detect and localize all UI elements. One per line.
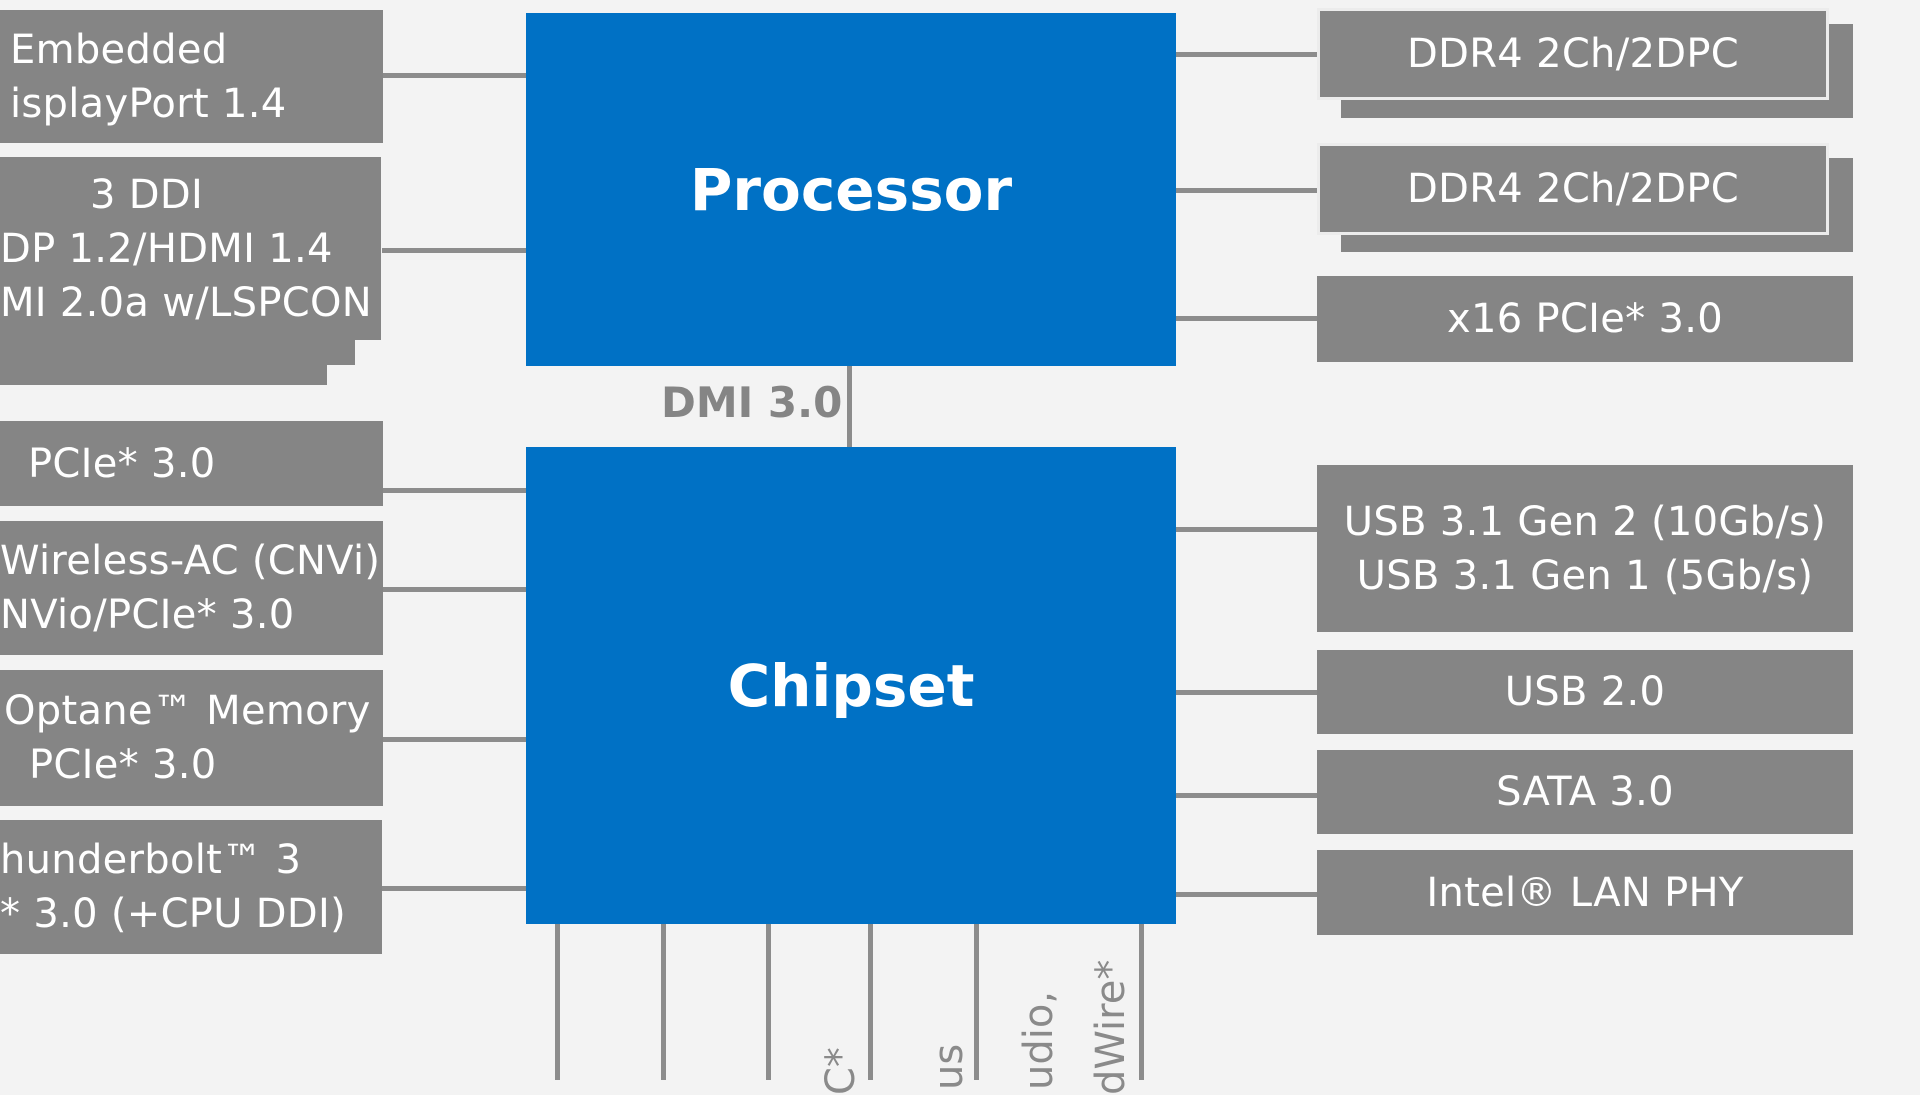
left-block-line: Optane™ Memory <box>4 688 371 734</box>
connector-pcie-x16 <box>1174 316 1320 321</box>
left-block-displayport: Embedded isplayPort 1.4 <box>0 10 383 143</box>
processor-label: Processor <box>689 155 1013 224</box>
bottom-label-1: C* <box>818 1047 864 1095</box>
dmi-label: DMI 3.0 <box>661 378 843 427</box>
left-block-line: * 3.0 (+CPU DDI) <box>0 891 347 937</box>
bottom-wire-1 <box>555 920 560 1080</box>
bottom-label-4: dWire* <box>1088 959 1134 1095</box>
connector-ddi <box>382 248 526 253</box>
chipset-label: Chipset <box>727 651 975 720</box>
right-block-sata: SATA 3.0 <box>1317 750 1853 834</box>
bottom-label-2: us <box>926 1043 972 1090</box>
left-block-optane: Optane™ Memory PCIe* 3.0 <box>0 670 383 806</box>
left-block-line: Wireless-AC (CNVi) <box>0 538 381 584</box>
right-block-ddr4-b: DDR4 2Ch/2DPC <box>1317 143 1829 235</box>
bottom-wire-5 <box>974 920 979 1080</box>
connector-displayport <box>382 73 526 78</box>
left-block-line: Embedded <box>10 26 228 73</box>
connector-optane <box>382 737 526 742</box>
connector-usb31 <box>1174 527 1320 532</box>
right-block-line: SATA 3.0 <box>1496 769 1674 815</box>
connector-thunderbolt <box>382 886 526 891</box>
connector-sata <box>1174 793 1320 798</box>
left-block-wireless: Wireless-AC (CNVi) NVio/PCIe* 3.0 <box>0 521 383 655</box>
chipset-block: Chipset <box>526 447 1176 924</box>
left-block-pcie: PCIe* 3.0 <box>0 421 383 506</box>
right-block-pcie-x16: x16 PCIe* 3.0 <box>1317 276 1853 362</box>
left-block-ddi: 3 DDI DP 1.2/HDMI 1.4 MI 2.0a w/LSPCON <box>0 157 381 340</box>
left-block-line: DP 1.2/HDMI 1.4 <box>0 225 333 272</box>
left-block-thunderbolt: hunderbolt™ 3 * 3.0 (+CPU DDI) <box>0 820 382 954</box>
left-block-line: hunderbolt™ 3 <box>0 837 302 883</box>
connector-pcie-left <box>382 488 526 493</box>
dmi-link-wire <box>847 365 852 448</box>
right-block-usb31: USB 3.1 Gen 2 (10Gb/s) USB 3.1 Gen 1 (5G… <box>1317 465 1853 632</box>
bottom-wire-2 <box>661 920 666 1080</box>
right-block-usb20: USB 2.0 <box>1317 650 1853 734</box>
left-block-line: NVio/PCIe* 3.0 <box>0 592 295 638</box>
bottom-label-3: udio, <box>1016 990 1062 1090</box>
right-block-line: DDR4 2Ch/2DPC <box>1407 31 1739 77</box>
processor-block: Processor <box>526 13 1176 366</box>
right-block-line: DDR4 2Ch/2DPC <box>1407 166 1739 212</box>
right-block-line: Intel® LAN PHY <box>1426 869 1744 916</box>
right-block-line: USB 3.1 Gen 1 (5Gb/s) <box>1356 552 1814 599</box>
left-block-line: isplayPort 1.4 <box>10 80 287 127</box>
connector-ddr4-b <box>1174 188 1320 193</box>
connector-lan <box>1174 892 1320 897</box>
connector-ddr4-a <box>1174 52 1320 57</box>
bottom-wire-6 <box>1139 920 1144 1080</box>
bottom-wire-3 <box>766 920 771 1080</box>
left-block-line: MI 2.0a w/LSPCON <box>0 279 372 326</box>
right-block-ddr4-a: DDR4 2Ch/2DPC <box>1317 8 1829 100</box>
left-block-line: 3 DDI <box>90 171 204 218</box>
right-block-line: x16 PCIe* 3.0 <box>1447 296 1723 342</box>
right-block-lan: Intel® LAN PHY <box>1317 850 1853 935</box>
bottom-wire-4 <box>868 920 873 1080</box>
left-block-line: PCIe* 3.0 <box>29 742 217 788</box>
right-block-line: USB 3.1 Gen 2 (10Gb/s) <box>1343 498 1827 545</box>
left-block-line: PCIe* 3.0 <box>28 440 216 487</box>
right-block-line: USB 2.0 <box>1504 669 1666 715</box>
connector-wireless <box>382 587 526 592</box>
connector-usb20 <box>1174 690 1320 695</box>
